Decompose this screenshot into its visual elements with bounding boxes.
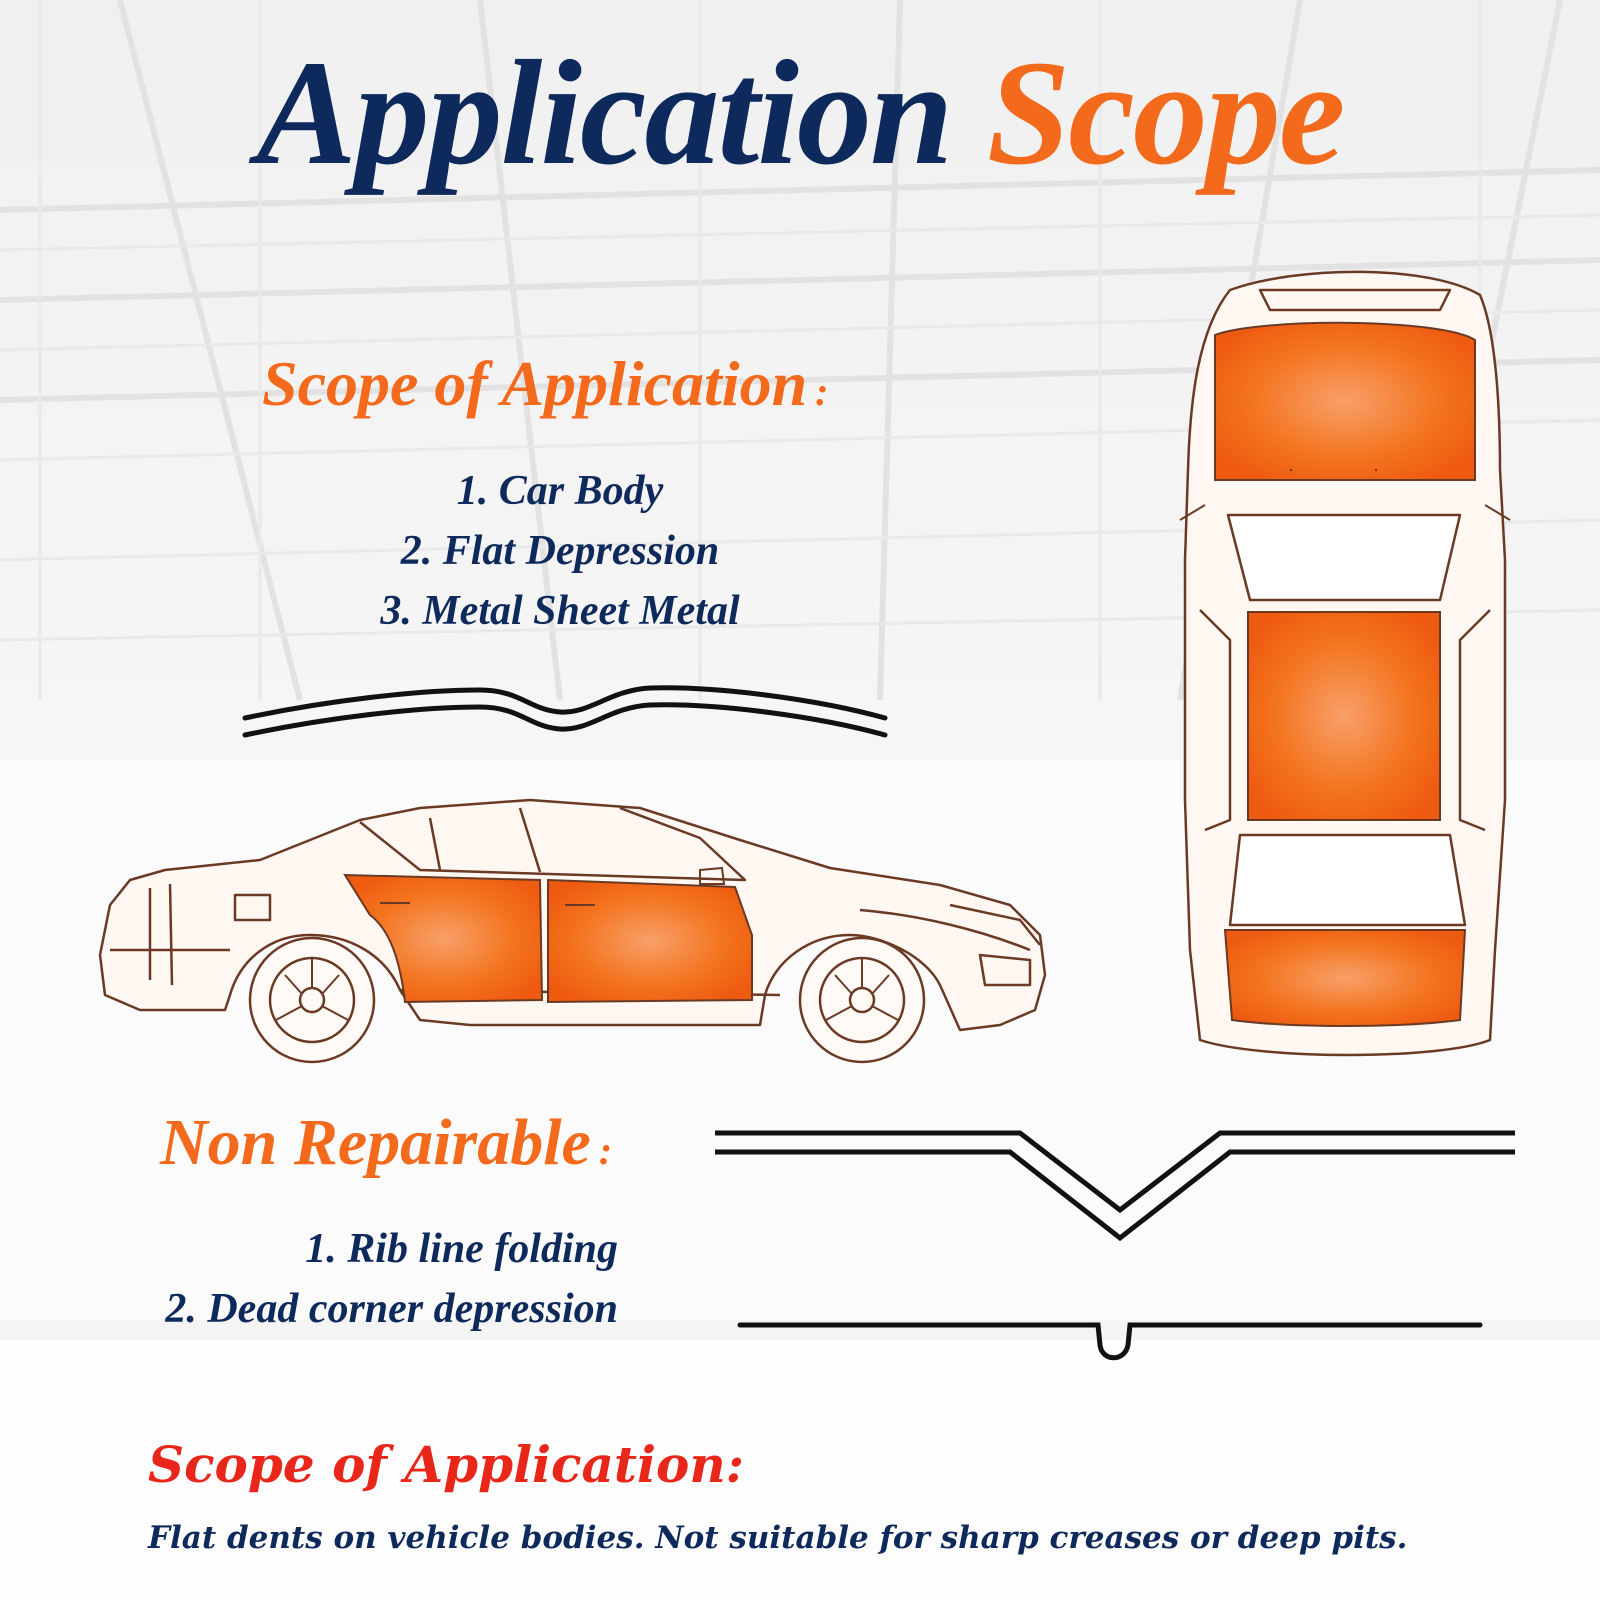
applicable-heading: Scope of Application: [262,352,828,416]
non-repairable-heading-colon: : [598,1128,613,1173]
top-hood-highlight [1214,321,1476,481]
applicable-heading-text: Scope of Application [262,348,808,419]
flat-depression-profile [242,685,888,738]
non-repairable-heading: Non Repairable: [160,1110,612,1176]
side-car-wheels [248,936,926,1064]
summary-heading: Scope of Application: [148,1435,745,1494]
rib-fold-profile [715,1130,1515,1242]
non-repairable-item: 1. Rib line folding [305,1226,618,1272]
applicable-heading-colon: : [815,369,829,414]
applicable-list: 1. Car Body 2. Flat Depression 3. Metal … [260,470,860,650]
applicable-item: 1. Car Body [456,468,664,514]
non-repairable-list: 1. Rib line folding 2. Dead corner depre… [60,1228,618,1348]
top-roof-highlight [1247,611,1441,821]
non-repairable-heading-text: Non Repairable [160,1106,591,1179]
applicable-item: 3. Metal Sheet Metal [380,588,740,634]
title-word-scope: Scope [986,30,1346,196]
title-word-application: Application [256,30,954,196]
rear-door-highlight [343,873,544,1004]
dead-corner-profile [737,1322,1483,1361]
top-trunk-highlight [1223,929,1467,1027]
front-door-highlight [547,878,753,1004]
summary-note: Flat dents on vehicle bodies. Not suitab… [148,1520,1408,1556]
non-repairable-item: 2. Dead corner depression [165,1286,618,1332]
page-title: Application Scope [0,38,1600,188]
applicable-item: 2. Flat Depression [400,528,720,574]
